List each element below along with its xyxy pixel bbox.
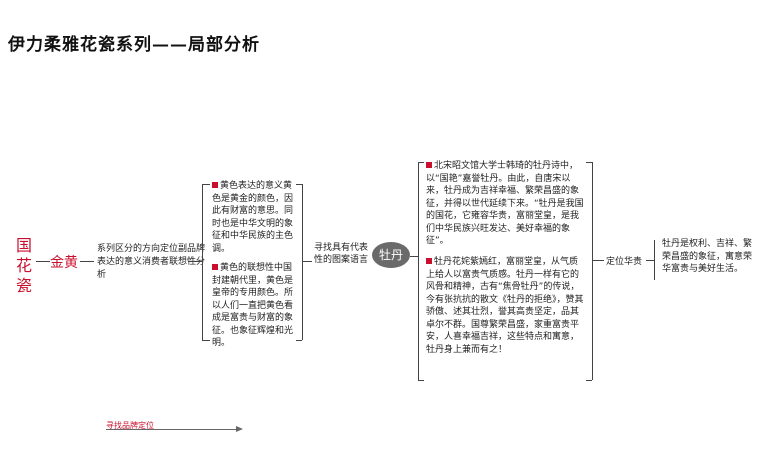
positioning-node: 定位华贵 xyxy=(606,257,643,267)
bracket-final xyxy=(654,240,655,280)
bullet-icon xyxy=(212,182,218,188)
brand-positioning-label: 寻找品牌定位 xyxy=(106,421,154,430)
root-node: 国花瓷 xyxy=(15,236,32,295)
pattern-language-node: 寻找具有代表性的图案语言 xyxy=(314,243,369,265)
bracket-peony-right xyxy=(592,162,593,380)
yellow-association-box: 黄色的联想性中国封建朝代里，黄色是皇帝的专用颜色。所以人们一直把黄色看成是富贵与… xyxy=(212,262,298,350)
bracket-yellow-right xyxy=(302,184,303,340)
positioning-description: 系列区分的方向定位副品牌表达的意义消费者联想性分析 xyxy=(97,244,206,280)
peony-history-text: 北宋昭文馆大学士韩琦的牡丹诗中，以“国艳”嘉誉牡丹。由此，自唐宋以来，牡丹成为吉… xyxy=(426,161,584,246)
yellow-association-text: 黄色的联想性中国封建朝代里，黄色是皇帝的专用颜色。所以人们一直把黄色看成是富贵与… xyxy=(212,263,294,348)
peony-node: 牡丹 xyxy=(372,242,410,268)
connector-1 xyxy=(80,261,94,262)
bullet-icon xyxy=(426,162,432,168)
bracket-peony-tick-top xyxy=(418,162,424,163)
connector-4 xyxy=(410,256,418,257)
connector-3 xyxy=(302,261,312,262)
page-title: 伊力柔雅花瓷系列——局部分析 xyxy=(8,35,260,55)
yellow-meaning-box: 黄色表达的意义黄色是黄金的颜色，因此有财富的意思。同时也是中华文明的象征和中华民… xyxy=(212,180,298,255)
arrow-head-icon xyxy=(236,426,243,432)
bracket-tick-bottom-r xyxy=(296,340,302,341)
connector-2 xyxy=(188,261,202,262)
bullet-icon xyxy=(426,258,432,264)
bullet-icon xyxy=(212,264,218,270)
peony-character-box: 牡丹花姹紫嫣红，富丽堂皇，从气质上给人以富贵气质感。牡丹一样有它的风骨和精神，古… xyxy=(426,256,586,356)
yellow-meaning-text: 黄色表达的意义黄色是黄金的颜色，因此有财富的意思。同时也是中华文明的象征和中华民… xyxy=(212,181,294,254)
bracket-peony xyxy=(418,162,419,380)
bracket-tick-top xyxy=(202,184,210,185)
connector-5 xyxy=(592,260,604,261)
gold-yellow-node: 金黄 xyxy=(50,255,78,271)
bracket-peony-tick-bottom xyxy=(418,380,424,381)
bracket-peony-tick-top-r xyxy=(586,162,592,163)
peony-history-box: 北宋昭文馆大学士韩琦的牡丹诗中，以“国艳”嘉誉牡丹。由此，自唐宋以来，牡丹成为吉… xyxy=(426,160,586,248)
peony-character-text: 牡丹花姹紫嫣红，富丽堂皇，从气质上给人以富贵气质感。牡丹一样有它的风骨和精神，古… xyxy=(426,257,584,355)
peony-meaning-node: 牡丹是权利、吉祥、繁荣昌盛的象征，寓意荣华富贵与美好生活。 xyxy=(662,239,753,274)
connector-root xyxy=(36,261,50,262)
connector-6 xyxy=(646,260,654,261)
bracket-tick-top-r xyxy=(296,184,302,185)
bracket-peony-tick-bottom-r xyxy=(586,380,592,381)
footer-arrow-line xyxy=(106,429,238,430)
bracket-yellow xyxy=(202,184,203,340)
bracket-tick-bottom xyxy=(202,340,210,341)
